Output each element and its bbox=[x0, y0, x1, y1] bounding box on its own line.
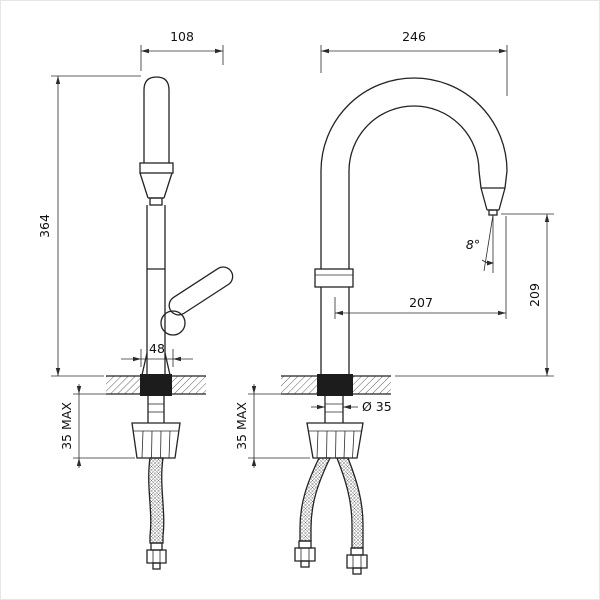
supply-hose-right-a bbox=[294, 457, 332, 568]
arrowhead bbox=[251, 386, 257, 394]
dim-108: 108 bbox=[140, 29, 224, 71]
dim-label-35max-left: 35 MAX bbox=[59, 402, 74, 450]
dim-364: 364 bbox=[37, 75, 141, 377]
counter-hatch-right-b bbox=[353, 376, 391, 394]
counter-hatch-right-a bbox=[281, 376, 317, 394]
arrowhead bbox=[487, 260, 494, 266]
arrowhead bbox=[343, 404, 351, 410]
arrowhead bbox=[498, 310, 506, 316]
arrowhead bbox=[215, 48, 223, 54]
dim-207: 207 bbox=[334, 216, 507, 319]
countertop-section-right bbox=[281, 374, 391, 396]
arrowhead bbox=[499, 48, 507, 54]
gooseneck-spout bbox=[314, 77, 508, 375]
arrowhead bbox=[321, 48, 329, 54]
arrowhead bbox=[76, 458, 82, 466]
left-view-side-elevation: 108 364 48 35 MAX bbox=[37, 29, 234, 570]
dim-label-246: 246 bbox=[402, 29, 426, 44]
dim-label-207: 207 bbox=[409, 295, 433, 310]
arrowhead bbox=[141, 48, 149, 54]
mounting-nut-left bbox=[131, 396, 181, 459]
dim-246: 246 bbox=[320, 29, 508, 96]
shank-through-counter-right bbox=[317, 374, 353, 396]
supply-hose-right-b bbox=[336, 457, 368, 575]
dim-label-48: 48 bbox=[149, 341, 165, 356]
dim-label-209: 209 bbox=[527, 283, 542, 307]
dim-label-diameter-35: Ø 35 bbox=[362, 399, 392, 414]
dim-angle-8deg: 8° bbox=[466, 214, 494, 273]
mounting-nut-right bbox=[306, 396, 364, 459]
arrowhead bbox=[251, 458, 257, 466]
shank-through-counter-left bbox=[140, 374, 172, 396]
countertop-section-left bbox=[106, 374, 206, 396]
dim-209: 209 bbox=[395, 213, 554, 377]
counter-hatch-left-b bbox=[172, 376, 206, 394]
dim-label-364: 364 bbox=[37, 214, 52, 238]
arrowhead bbox=[544, 368, 550, 376]
dim-35max-right: 35 MAX bbox=[234, 384, 310, 468]
arrowhead bbox=[76, 386, 82, 394]
arrowhead bbox=[317, 404, 325, 410]
spout-side-profile bbox=[139, 76, 174, 376]
arrowhead bbox=[55, 76, 61, 84]
arrowhead bbox=[55, 368, 61, 376]
counter-hatch-left-a bbox=[106, 376, 140, 394]
supply-hose-left bbox=[146, 457, 167, 570]
dim-35max-left: 35 MAX bbox=[59, 384, 135, 468]
arrowhead bbox=[173, 356, 181, 362]
arrowhead bbox=[544, 214, 550, 222]
arrowhead bbox=[335, 310, 343, 316]
dim-diameter-35: Ø 35 bbox=[311, 399, 392, 414]
dim-48: 48 bbox=[121, 341, 193, 367]
right-view-front-elevation: 246 209 207 8° bbox=[234, 29, 554, 575]
handle-lever bbox=[160, 266, 234, 336]
arrowhead bbox=[133, 356, 141, 362]
dim-label-35max-right: 35 MAX bbox=[234, 402, 249, 450]
dim-label-angle-8deg: 8° bbox=[466, 237, 480, 252]
dim-label-108: 108 bbox=[170, 29, 194, 44]
